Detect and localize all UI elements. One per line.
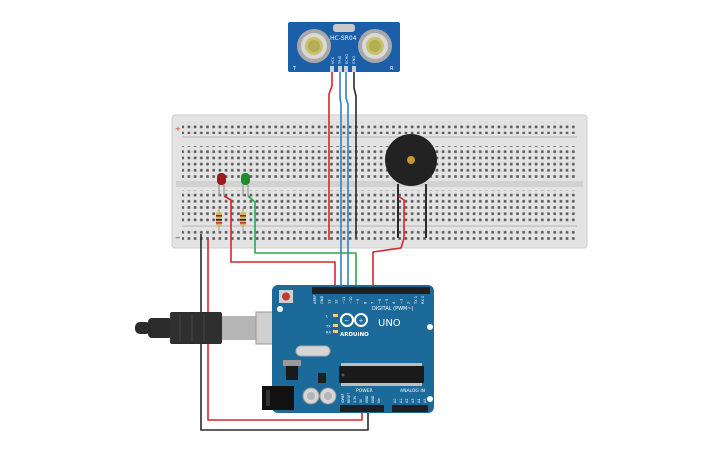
mounting-hole [427, 396, 433, 402]
center-channel [176, 181, 583, 187]
digital-pin-label: 13 [327, 299, 331, 304]
digital-pin-label: 7 [371, 302, 375, 304]
crystal-oscillator [295, 345, 331, 357]
chip-pins-bottom [341, 383, 422, 386]
power-section-label: POWER [356, 388, 373, 394]
svg-text:−: − [344, 318, 349, 325]
power-pin-label: GND [371, 395, 375, 403]
analog-pin-label: A1 [399, 399, 403, 403]
capacitors [302, 387, 337, 405]
digital-pin-label: ~5 [385, 299, 389, 304]
wire-sensor-vcc [328, 70, 333, 240]
brand-label: ARDUINO [340, 332, 369, 338]
digital-pin-label: 8 [363, 301, 367, 304]
top-power-rail [182, 122, 577, 134]
power-pin-label: 5V [359, 398, 363, 403]
chip-pins-top [341, 363, 422, 366]
bottom-power-rail [182, 230, 577, 242]
digital-pin-label: RX 0 [421, 295, 425, 304]
wire-green-led-signal [247, 195, 357, 292]
power-pin-label: RESET [347, 393, 351, 403]
analog-pin-label: A3 [411, 399, 415, 403]
analog-header [392, 405, 428, 412]
sensor-crystal [333, 24, 355, 32]
upper-terminal-strip [182, 146, 577, 178]
resistor-green-led [240, 208, 246, 234]
digital-pin-label: ~3 [399, 299, 403, 304]
analog-pin-label: A0 [393, 399, 397, 403]
usb-plug-body [170, 312, 222, 344]
sensor-pin-label: TRIG [338, 55, 342, 65]
power-pin-label: Vin [377, 398, 381, 403]
arduino-logo: − + [340, 313, 368, 327]
sensor-pin-label: GND [352, 56, 356, 64]
sensor-model-label: HC-SR04 [330, 35, 357, 42]
analog-pin-label: A4 [417, 399, 421, 403]
digital-header [312, 287, 430, 294]
digital-pin-label: 12 [335, 299, 339, 304]
wire-red-led-signal [223, 195, 336, 292]
digital-section-label: DIGITAL (PWM~) [372, 306, 414, 312]
power-pin-label: GND [365, 395, 369, 403]
digital-pin-label: TX 1 [414, 296, 418, 305]
wire-buzzer-signal [372, 195, 405, 292]
digital-pin-label: ~6 [378, 298, 382, 304]
digital-pin-label: ~11 [342, 296, 346, 304]
analog-section-label: ANALOG IN [400, 388, 425, 394]
analog-pin-label: A5 [423, 399, 427, 403]
sensor-header-pins [330, 66, 356, 72]
digital-pin-label: GND [320, 296, 324, 304]
power-pin-label: IOREF [341, 393, 345, 403]
model-label: UNO [378, 318, 401, 329]
status-led-labels: L TX RX [325, 315, 331, 335]
power-pin-label: 3.3V [353, 395, 357, 403]
sensor-pin-label: ECHO [345, 54, 349, 64]
power-header [340, 405, 384, 412]
status-led-label: RX [326, 331, 331, 335]
status-leds [333, 314, 338, 333]
resistor-red-led [216, 208, 222, 234]
usb-cable [135, 311, 287, 345]
buzzer-center [407, 156, 415, 164]
usb-cable-strain [148, 318, 172, 338]
analog-pin-label: A2 [405, 399, 409, 403]
reset-button[interactable] [282, 292, 290, 301]
digital-pin-label: ~10 [349, 296, 353, 304]
rail-minus-label: − [175, 234, 181, 242]
svg-text:+: + [359, 318, 364, 325]
sensor-transmitter [297, 29, 331, 63]
digital-pin-label: 4 [392, 301, 396, 304]
sensor-pin-label: VCC [331, 56, 335, 64]
rail-plus-label: + [175, 125, 181, 133]
piezo-buzzer [385, 134, 437, 238]
status-led-label: TX [325, 325, 331, 329]
digital-pin-label: ~9 [356, 298, 360, 304]
wire-sensor-gnd [353, 70, 357, 238]
sensor-corner-right: R [390, 66, 394, 72]
status-led-label: L [326, 315, 328, 319]
green-led [241, 173, 250, 196]
mounting-hole [277, 306, 283, 312]
usb-plug-metal [222, 316, 256, 340]
mounting-hole [427, 324, 433, 330]
sensor-corner-left: T [292, 66, 297, 72]
usb-cable-end [135, 322, 151, 334]
digital-pin-label: AREF [313, 295, 317, 304]
red-led [217, 173, 226, 196]
microcontroller-chip [339, 366, 424, 383]
wires [200, 70, 405, 431]
breadboard: + − [171, 114, 588, 249]
voltage-regulator [286, 366, 298, 380]
sensor-receiver [358, 29, 392, 63]
icsp-header [318, 373, 326, 383]
digital-pin-label: 2 [407, 302, 411, 304]
